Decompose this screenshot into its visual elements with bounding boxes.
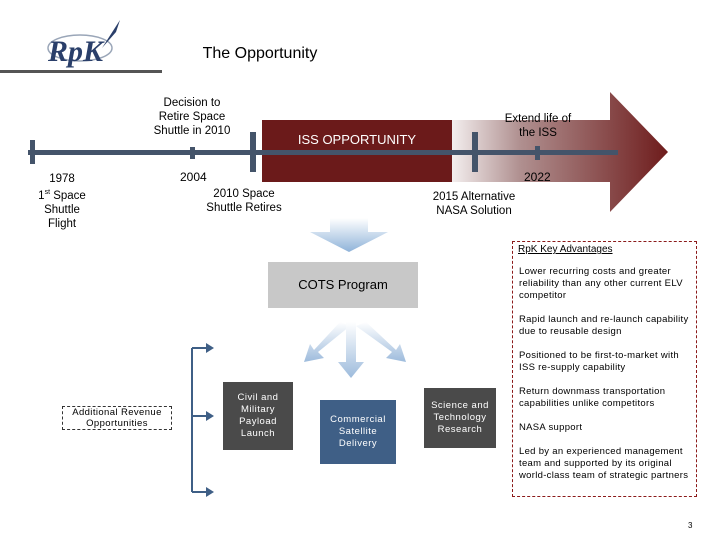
- additional-revenue-box: Additional Revenue Opportunities: [62, 406, 172, 430]
- fan-arrow-left: [304, 322, 350, 362]
- marker-2015: [472, 132, 478, 172]
- retire-label: 2010 Space Shuttle Retires: [206, 188, 282, 214]
- year-2022: 2022: [524, 170, 551, 184]
- first-flight-year: 1978: [49, 173, 75, 185]
- advantages-box: [512, 241, 697, 497]
- cots-box: [268, 262, 418, 308]
- decision-label: Decision to Retire Space Shuttle in 2010: [153, 97, 231, 137]
- advantage-item: NASA support: [519, 422, 583, 433]
- advantage-item: Return downmass transportation capabilit…: [519, 386, 666, 409]
- year-2004: 2004: [180, 170, 207, 184]
- marker-1978: [30, 140, 35, 164]
- rpk-logo: RpK: [40, 18, 130, 68]
- marker-2010: [250, 132, 256, 172]
- title-underline: [0, 70, 162, 73]
- civil-military-box: Civil and Military Payload Launch: [223, 382, 293, 450]
- extend-label: Extend life of the ISS: [504, 113, 572, 139]
- marker-2022: [535, 146, 540, 160]
- marker-2004: [190, 147, 195, 159]
- iss-opportunity-label: ISS OPPORTUNITY: [297, 132, 417, 147]
- fan-arrow-right: [356, 322, 406, 362]
- advantage-item: Positioned to be first-to-market with IS…: [519, 350, 679, 373]
- first-flight-label: 1978 1st Space Shuttle Flight: [34, 172, 90, 231]
- page-number: 3: [688, 521, 693, 530]
- advantages-heading: RpK Key Advantages: [518, 244, 613, 255]
- advantage-item: Rapid launch and re-launch capability du…: [519, 314, 689, 337]
- down-arrow: [310, 218, 388, 252]
- fan-arrow-center: [338, 322, 364, 378]
- timeline-bar: [28, 150, 618, 155]
- page-title: The Opportunity: [202, 45, 318, 62]
- science-technology-box: Science and Technology Research: [424, 388, 496, 448]
- alternative-label: 2015 Alternative NASA Solution: [432, 191, 516, 217]
- logo-text: RpK: [47, 35, 105, 68]
- commercial-satellite-box: Commercial Satellite Delivery: [320, 400, 396, 464]
- cots-label: COTS Program: [298, 277, 388, 292]
- advantage-item: Led by an experienced management team an…: [519, 446, 689, 481]
- advantage-item: Lower recurring costs and greater reliab…: [519, 266, 683, 301]
